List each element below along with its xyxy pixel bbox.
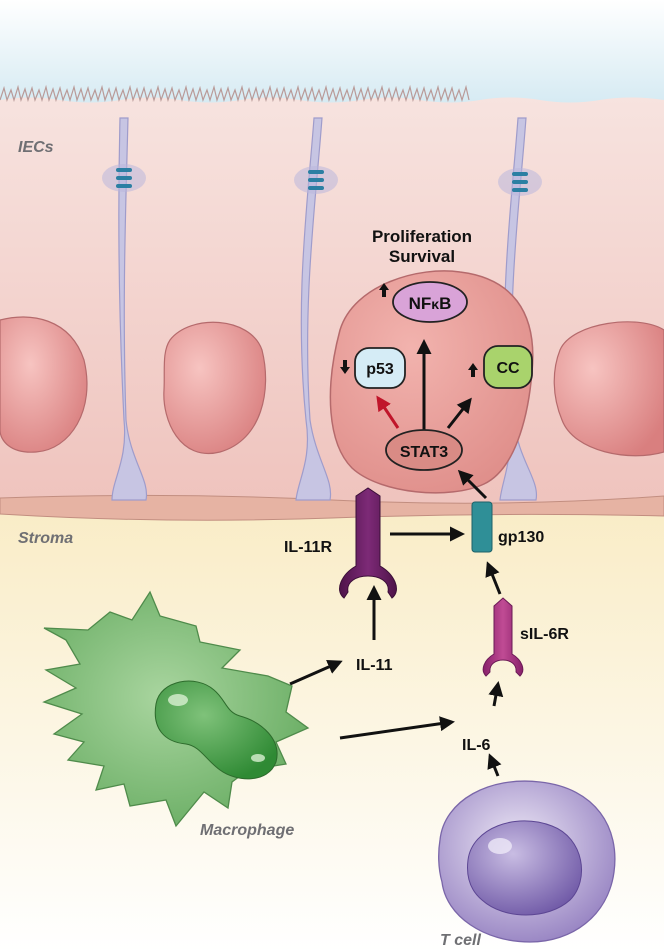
- tcell-label: T cell: [440, 932, 481, 949]
- p53-node: p53: [354, 347, 406, 389]
- il6-label: IL-6: [462, 737, 491, 754]
- epithelial-nuclei: [0, 316, 664, 457]
- gp130-receptor: [471, 501, 493, 553]
- brush-border: [0, 84, 470, 103]
- tight-junctions: [102, 164, 542, 196]
- signaling-arrows: [289, 469, 504, 777]
- down-arrow-icon: [340, 360, 350, 374]
- stroma-label: Stroma: [18, 530, 73, 547]
- cc-node: CC: [483, 345, 533, 389]
- macrophage-cell: [42, 590, 310, 828]
- outcome-survival: Survival: [389, 247, 455, 266]
- il11-label: IL-11: [356, 657, 393, 674]
- epithelium-layer: [0, 84, 664, 521]
- iec-label: IECs: [18, 139, 54, 156]
- stat3-label: STAT3: [400, 444, 448, 461]
- gp130-label: gp130: [498, 529, 544, 546]
- signaling-nucleus: [329, 270, 534, 494]
- p53-label: p53: [366, 361, 394, 378]
- cc-label: CC: [496, 360, 520, 377]
- up-arrow-icon: [468, 363, 478, 377]
- sil6r-label: sIL-6R: [520, 626, 569, 643]
- macrophage-label: Macrophage: [200, 822, 294, 839]
- t-cell: [438, 780, 616, 943]
- nfkb-label: NFκB: [409, 294, 452, 313]
- sil6r-receptor: [482, 597, 524, 677]
- change-indicators: [340, 283, 478, 377]
- nfkb-node: NFκB: [392, 281, 468, 323]
- il11r-label: IL-11R: [284, 539, 332, 556]
- stat3-node: STAT3: [385, 429, 463, 471]
- up-arrow-icon: [379, 283, 389, 297]
- il11r-receptor: [339, 487, 397, 599]
- outcome-proliferation: Proliferation: [372, 227, 472, 246]
- intracellular-arrows: [376, 339, 472, 432]
